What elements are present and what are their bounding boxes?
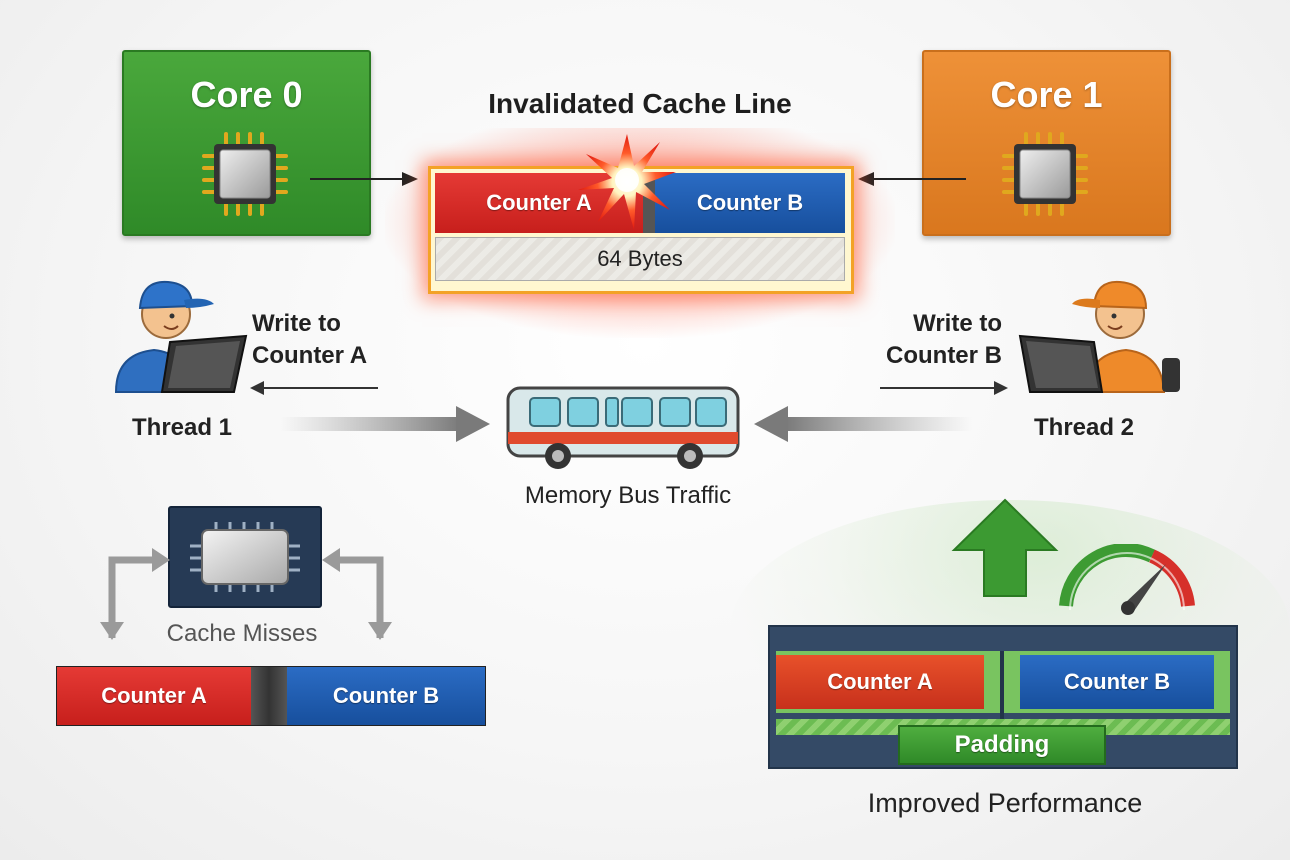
thread-2-write-arrow (880, 381, 1008, 395)
core-1-box: Core 1 (922, 50, 1171, 236)
cache-misses-label: Cache Misses (166, 620, 318, 647)
improved-performance-label: Improved Performance (867, 788, 1143, 818)
cache-miss-chip (168, 506, 322, 608)
core-1-label: Core 1 (990, 74, 1103, 115)
improved-line: Counter A Counter B Padding (768, 625, 1238, 769)
cache-line-title: Invalidated Cache Line (488, 88, 792, 119)
cache-miss-counter-a: Counter A (57, 667, 251, 725)
improved-counter-a: Counter A (776, 655, 984, 709)
memory-bus-icon (506, 386, 740, 469)
improved-divider (1000, 651, 1004, 721)
thread-1-label: Thread 1 (132, 414, 233, 441)
thread-2-action-line2: Counter B (886, 342, 1002, 369)
cache-line-size: 64 Bytes (435, 237, 845, 281)
cache-miss-divider (251, 667, 287, 725)
thread-2-label: Thread 2 (1034, 414, 1135, 441)
cache-line-size-label: 64 Bytes (597, 246, 683, 271)
memory-bus-label: Memory Bus Traffic (524, 482, 732, 509)
invalidation-burst-icon (578, 134, 676, 230)
performance-up-arrow-icon (951, 498, 1059, 597)
thread-2-person-icon (1018, 280, 1180, 393)
thread-1-action: Write to Counter A (252, 308, 367, 372)
bus-traffic-right-arrow (754, 406, 972, 442)
thread-1-action-line1: Write to (252, 310, 341, 337)
padding-block: Padding (898, 725, 1106, 765)
cache-counter-b: Counter B (655, 173, 845, 233)
thread-1-write-arrow (250, 381, 378, 395)
cpu-chip-icon (202, 132, 288, 216)
cpu-chip-icon (1002, 132, 1088, 216)
cache-miss-line: Counter A Counter B (56, 666, 486, 726)
core-0-label: Core 0 (190, 74, 303, 115)
thread-1-person-icon (114, 280, 248, 393)
core-0-box: Core 0 (122, 50, 371, 236)
cache-miss-counter-b: Counter B (287, 667, 485, 725)
thread-2-action-line1: Write to (913, 310, 1002, 337)
thread-2-action: Write to Counter B (884, 308, 1002, 372)
bus-traffic-left-arrow (280, 406, 490, 442)
cpu-chip-icon (190, 522, 300, 592)
cache-line: Counter A Counter B 64 Bytes (428, 166, 854, 294)
speedometer-gauge-icon (1059, 544, 1195, 615)
cache-miss-right-arrow (322, 548, 392, 640)
thread-1-action-line2: Counter A (252, 342, 368, 369)
improved-counter-b: Counter B (1020, 655, 1214, 709)
cache-miss-left-arrow (100, 548, 170, 640)
